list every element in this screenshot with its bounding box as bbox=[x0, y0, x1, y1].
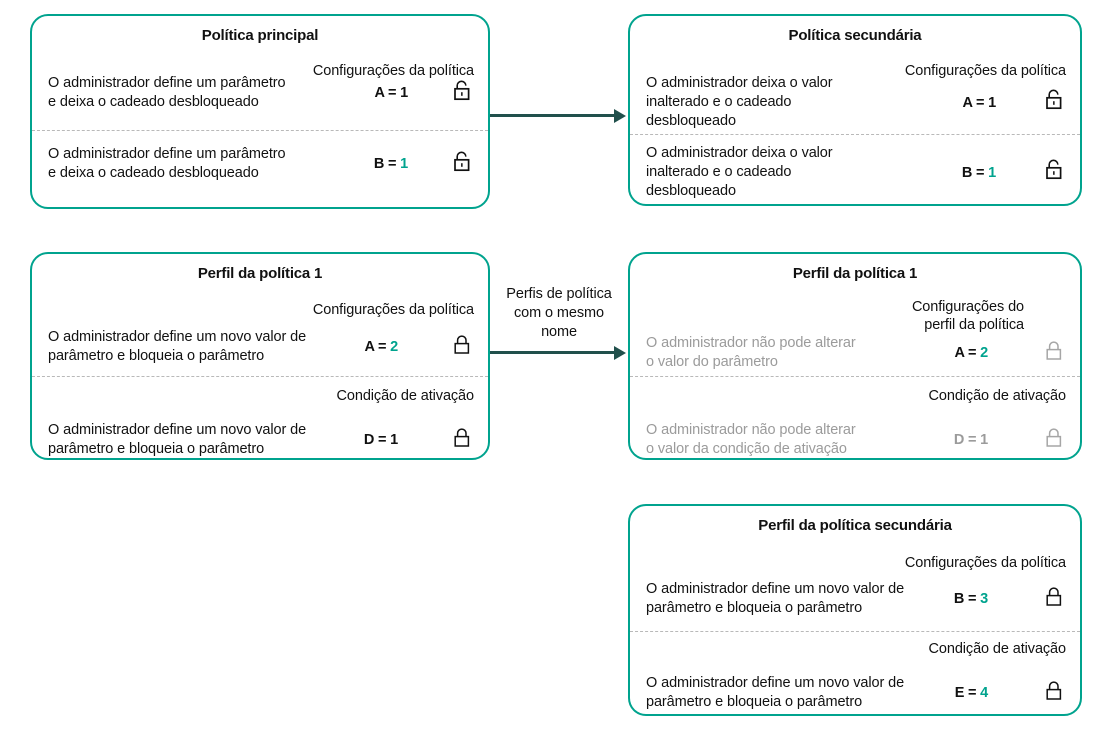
card-rows: Configurações da política O administrado… bbox=[630, 46, 1080, 208]
card-title: Política secundária bbox=[788, 27, 922, 44]
table-row: O administrador deixa o valor inalterado… bbox=[630, 134, 1080, 208]
table-row: Condição de ativação O administrador não… bbox=[630, 376, 1080, 460]
row-value: D = 1 bbox=[953, 432, 988, 448]
row-value: A = 2 bbox=[954, 345, 988, 361]
table-row: O administrador define um novo valor de … bbox=[630, 536, 1080, 631]
locked-icon bbox=[1044, 339, 1066, 368]
row-right: D = 1 bbox=[364, 426, 474, 455]
table-row: O administrador não pode alterar o valor… bbox=[630, 284, 1080, 376]
table-row: Condição de ativação O administrador def… bbox=[630, 631, 1080, 717]
row-value: A = 1 bbox=[374, 85, 408, 101]
section-header: Configurações da política bbox=[312, 302, 474, 318]
section-header: Condição de ativação bbox=[928, 388, 1067, 404]
row-right: B = 1 bbox=[962, 158, 1066, 187]
section-header: Configurações da política bbox=[312, 63, 474, 79]
card-title: Perfil da política secundária bbox=[758, 517, 952, 534]
arrow-middle-label: Perfis de política com o mesmo nome bbox=[506, 286, 612, 340]
card-policy-secondary: Política secundária Configurações da pol… bbox=[628, 14, 1082, 206]
arrow-middle-line bbox=[490, 351, 616, 354]
row-value: B = 3 bbox=[953, 591, 988, 607]
arrow-top-head bbox=[614, 108, 626, 123]
unlocked-icon bbox=[452, 79, 474, 108]
row-value: B = 1 bbox=[373, 156, 408, 172]
row-value: D = 1 bbox=[363, 432, 398, 448]
row-description: O administrador deixa o valor inalterado… bbox=[646, 75, 833, 129]
card-title: Política principal bbox=[201, 27, 319, 44]
locked-icon bbox=[1044, 585, 1066, 614]
row-description: O administrador define um parâmetro e de… bbox=[48, 75, 286, 110]
table-row: Condição de ativação O administrador def… bbox=[32, 376, 488, 460]
row-right: A = 2 bbox=[364, 333, 474, 362]
table-row: O administrador deixa o valor inalterado… bbox=[630, 46, 1080, 134]
row-description: O administrador não pode alterar o valor… bbox=[646, 422, 856, 457]
card-policy-profile-1-left: Perfil da política 1 Configurações da po… bbox=[30, 252, 490, 460]
row-description: O administrador não pode alterar o valor… bbox=[646, 335, 856, 370]
locked-icon bbox=[452, 333, 474, 362]
row-description: O administrador define um novo valor de … bbox=[646, 675, 905, 710]
section-header: Condição de ativação bbox=[336, 388, 475, 404]
card-rows: Configurações da política O administrado… bbox=[32, 46, 488, 212]
section-header: Configurações da política bbox=[904, 555, 1066, 571]
table-row: O administrador define um parâmetro e de… bbox=[32, 46, 488, 130]
arrow-middle-head bbox=[614, 345, 626, 360]
row-right: E = 4 bbox=[955, 679, 1066, 708]
row-right: D = 1 bbox=[954, 426, 1066, 455]
table-row: O administrador define um parâmetro e de… bbox=[32, 130, 488, 212]
row-description: O administrador define um novo valor de … bbox=[646, 581, 905, 616]
row-value: A = 2 bbox=[364, 339, 398, 355]
locked-icon bbox=[452, 426, 474, 455]
section-header: Configurações do perfil da política bbox=[911, 299, 1024, 333]
card-title: Perfil da política 1 bbox=[197, 265, 323, 282]
row-description: O administrador define um novo valor de … bbox=[48, 329, 307, 364]
card-policy-profile-secondary: Perfil da política secundária Configuraç… bbox=[628, 504, 1082, 716]
card-rows: Configurações do perfil da política O ad… bbox=[630, 284, 1080, 460]
card-rows: Configurações da política O administrado… bbox=[630, 536, 1080, 717]
card-policy-profile-1-right: Perfil da política 1 Configurações do pe… bbox=[628, 252, 1082, 460]
card-policy-main: Política principal Configurações da polí… bbox=[30, 14, 490, 209]
arrow-top-line bbox=[490, 114, 616, 117]
locked-icon bbox=[1044, 426, 1066, 455]
card-rows: Configurações da política O administrado… bbox=[32, 284, 488, 460]
locked-icon bbox=[1044, 679, 1066, 708]
row-description: O administrador define um novo valor de … bbox=[48, 422, 307, 457]
row-value: A = 1 bbox=[962, 94, 996, 111]
row-right: B = 3 bbox=[954, 585, 1066, 614]
section-header: Condição de ativação bbox=[928, 641, 1067, 657]
row-right: A = 1 bbox=[962, 88, 1066, 117]
row-value: B = 1 bbox=[961, 164, 996, 181]
row-description: O administrador define um parâmetro e de… bbox=[48, 146, 286, 181]
row-right: A = 2 bbox=[954, 339, 1066, 368]
unlocked-icon bbox=[1044, 158, 1066, 187]
unlocked-icon bbox=[1044, 88, 1066, 117]
card-title: Perfil da política 1 bbox=[792, 265, 918, 282]
row-value: E = 4 bbox=[954, 685, 988, 701]
table-row: O administrador define um novo valor de … bbox=[32, 284, 488, 376]
row-right: A = 1 bbox=[374, 79, 474, 108]
unlocked-icon bbox=[452, 150, 474, 179]
row-right: B = 1 bbox=[374, 150, 474, 179]
row-description: O administrador deixa o valor inalterado… bbox=[646, 145, 833, 199]
section-header: Configurações da política bbox=[904, 63, 1066, 79]
